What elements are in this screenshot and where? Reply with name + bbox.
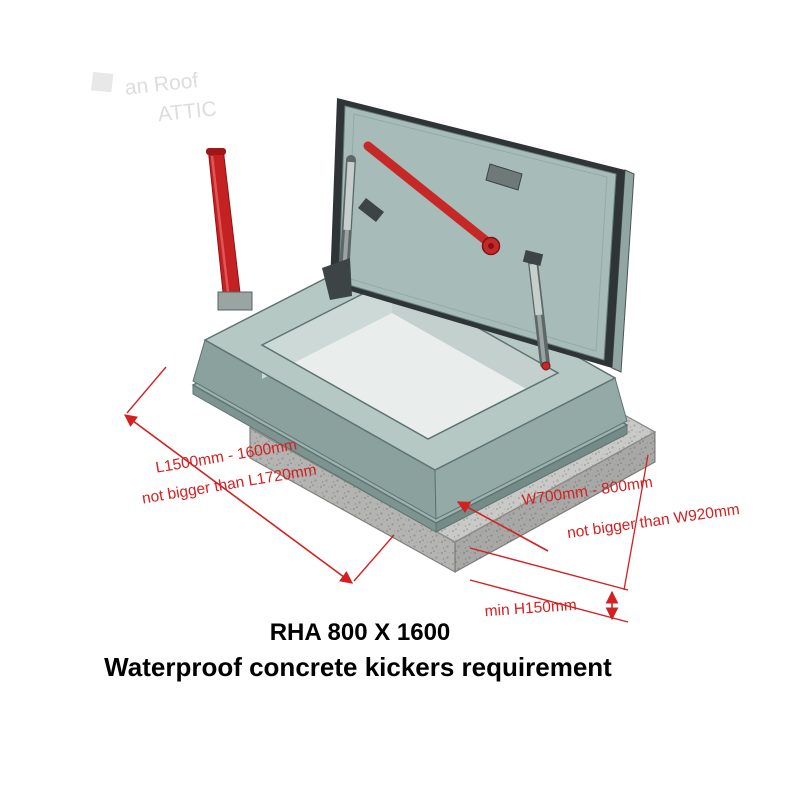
watermark-line2: ATTIC xyxy=(157,97,218,126)
page-subtitle: Waterproof concrete kickers requirement xyxy=(104,652,612,682)
lid-handle xyxy=(485,163,523,191)
red-support-bar xyxy=(363,141,494,248)
height-extension-top xyxy=(469,547,629,591)
gas-strut-right-cylinder xyxy=(529,263,543,316)
length-extension-bottom xyxy=(353,534,395,582)
red-support-bar-pin xyxy=(488,243,494,249)
watermark: an Roof ATTIC xyxy=(90,69,218,126)
safety-post-base xyxy=(217,291,253,311)
length-extension-top xyxy=(126,366,167,414)
length-dimension-line xyxy=(123,414,354,584)
height-dimension-label: min H150mm xyxy=(484,597,577,620)
gas-strut-right-rod xyxy=(537,314,546,363)
safety-post xyxy=(206,148,253,311)
kicker-side-right-shade xyxy=(455,432,655,572)
gas-strut-left-cylinder xyxy=(343,161,355,231)
curb-inner-wall-left xyxy=(262,279,392,379)
strut-pivot-right xyxy=(541,361,551,371)
hardware xyxy=(322,155,551,371)
page-title: RHA 800 X 1600 xyxy=(270,619,451,646)
hinge-bracket-left xyxy=(322,258,352,300)
strut-bracket-right xyxy=(522,250,544,266)
captions: RHA 800 X 1600 Waterproof concrete kicke… xyxy=(104,619,612,682)
safety-post-highlight xyxy=(210,155,230,293)
width-dimension-note: not bigger than W920mm xyxy=(566,501,741,542)
hatch-lid xyxy=(330,98,635,373)
lid-bar-bracket xyxy=(358,198,384,222)
height-extension-bottom xyxy=(469,579,629,623)
safety-post-cap xyxy=(206,148,226,155)
hatch-curb xyxy=(191,247,629,533)
watermark-line1: an Roof xyxy=(124,69,200,100)
height-extension-right xyxy=(623,454,649,591)
watermark-logo-mark xyxy=(90,72,114,93)
height-dimension: min H150mm xyxy=(469,454,649,623)
width-leader-line xyxy=(456,501,549,552)
